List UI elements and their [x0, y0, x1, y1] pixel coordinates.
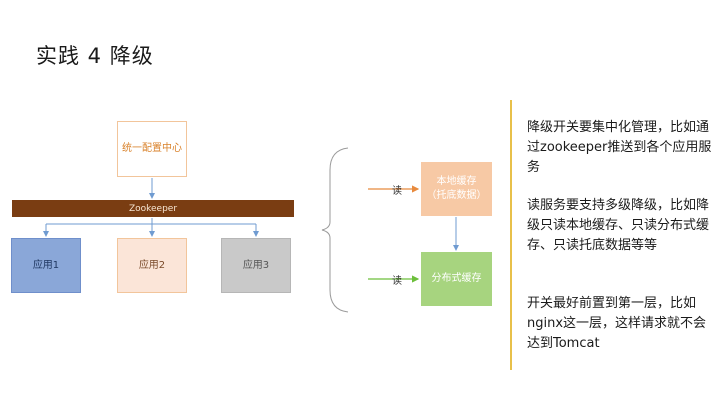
accent-divider [510, 100, 512, 370]
app-2-box: 应用2 [117, 238, 187, 293]
local-cache-label: 本地缓存 [436, 176, 477, 187]
app-1-box: 应用1 [11, 238, 81, 293]
read-label-dist: 读 [392, 276, 402, 287]
app-3-box: 应用3 [221, 238, 291, 293]
curly-brace [321, 147, 349, 313]
fallback-data-label: （托底数据） [426, 190, 487, 201]
read-label-local: 读 [392, 186, 402, 197]
zookeeper-bar: Zookeeper [12, 200, 294, 217]
note-paragraph-2: 读服务要支持多级降级，比如降级只读本地缓存、只读分布式缓存、只读托底数据等等 [527, 198, 710, 253]
distributed-cache-box: 分布式缓存 [421, 252, 492, 306]
note-paragraph-1: 降级开关要集中化管理，比如通过zookeeper推送到各个应用服务 [527, 120, 712, 175]
local-cache-box: 本地缓存 （托底数据） [421, 162, 492, 216]
note-paragraph-3: 开关最好前置到第一层，比如nginx这一层，这样请求就不会达到Tomcat [527, 296, 707, 351]
config-center-box: 统一配置中心 [117, 121, 187, 177]
page-title: 实践 4 降级 [36, 44, 154, 68]
